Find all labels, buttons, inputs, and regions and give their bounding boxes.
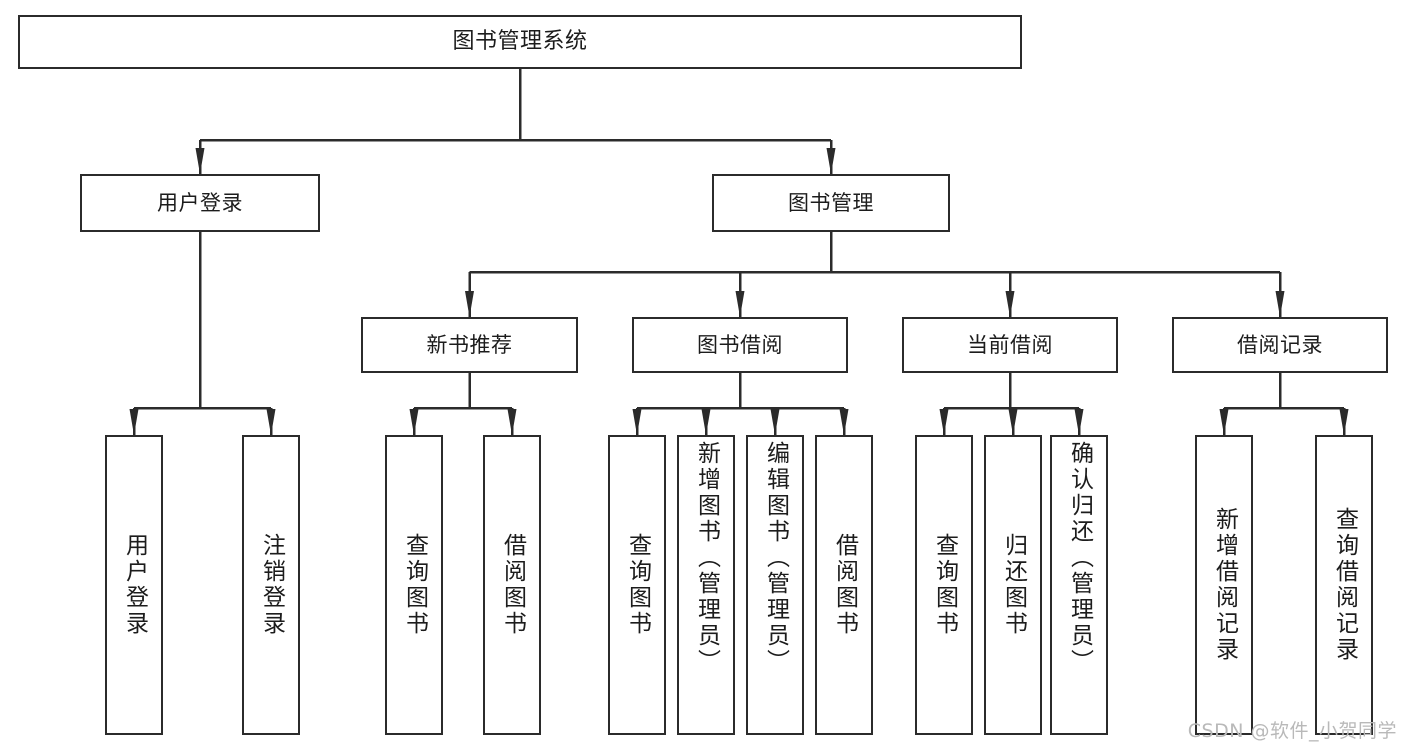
node-label: 注销登录 [258,533,285,637]
node-current-borrow[interactable]: 当前借阅 [902,317,1118,373]
node-leaf-borrow-book-rec[interactable]: 借阅图书 [483,435,541,735]
node-label: 借阅图书 [499,533,526,637]
node-label: 新增图书（管理员） [693,441,720,675]
node-label: 图书管理系统 [452,29,588,54]
node-label: 查询图书 [931,533,958,637]
node-leaf-query-book-rec[interactable]: 查询图书 [385,435,443,735]
node-leaf-add-book[interactable]: 新增图书（管理员） [677,435,735,735]
node-label: 借阅图书 [831,533,858,637]
node-label: 查询图书 [624,533,651,637]
node-label: 用户登录 [121,533,148,637]
node-label: 查询借阅记录 [1331,507,1358,663]
node-book-mgmt[interactable]: 图书管理 [712,174,950,232]
node-leaf-add-record[interactable]: 新增借阅记录 [1195,435,1253,735]
node-leaf-query-book-cur[interactable]: 查询图书 [915,435,973,735]
node-leaf-edit-book[interactable]: 编辑图书（管理员） [746,435,804,735]
watermark: CSDN @软件_小贺同学 [1187,720,1397,742]
node-leaf-borrow-book[interactable]: 借阅图书 [815,435,873,735]
node-leaf-return-book[interactable]: 归还图书 [984,435,1042,735]
node-leaf-user-login[interactable]: 用户登录 [105,435,163,735]
node-borrow-record[interactable]: 借阅记录 [1172,317,1388,373]
node-label: 当前借阅 [967,332,1053,357]
node-label: 编辑图书（管理员） [762,441,789,675]
node-label: 确认归还（管理员） [1066,441,1093,675]
node-label: 图书借阅 [697,332,783,357]
node-label: 查询图书 [401,533,428,637]
node-book-borrow[interactable]: 图书借阅 [632,317,848,373]
node-label: 新书推荐 [426,332,513,357]
node-label: 借阅记录 [1237,332,1323,357]
node-user-login[interactable]: 用户登录 [80,174,320,232]
node-label: 用户登录 [157,190,243,215]
node-root[interactable]: 图书管理系统 [18,15,1022,69]
node-leaf-logout[interactable]: 注销登录 [242,435,300,735]
node-leaf-query-book[interactable]: 查询图书 [608,435,666,735]
node-label: 归还图书 [1000,533,1027,637]
node-leaf-query-record[interactable]: 查询借阅记录 [1315,435,1373,735]
node-label: 新增借阅记录 [1211,507,1238,663]
node-label: 图书管理 [788,190,874,215]
node-leaf-confirm-return[interactable]: 确认归还（管理员） [1050,435,1108,735]
node-new-book-rec[interactable]: 新书推荐 [361,317,578,373]
